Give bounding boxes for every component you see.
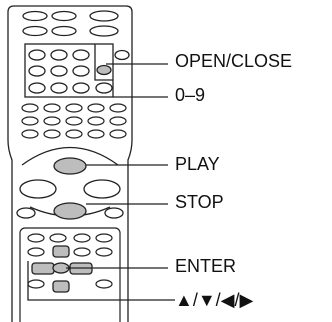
- remote-small-button: [28, 234, 44, 242]
- remote-small-button: [88, 117, 104, 125]
- digit-button: [73, 50, 89, 60]
- digit-button: [29, 83, 45, 93]
- remote-small-button: [110, 130, 126, 138]
- digit-button: [51, 66, 67, 76]
- remote-small-button: [74, 234, 90, 242]
- remote-top-button: [90, 11, 118, 21]
- remote-small-button: [50, 234, 66, 242]
- remote-small-button: [66, 117, 82, 125]
- remote-small-button: [44, 130, 60, 138]
- remote-small-button: [110, 104, 126, 112]
- cursor-down-button: [53, 281, 69, 292]
- remote-top-button: [23, 27, 47, 36]
- remote-small-button: [44, 117, 60, 125]
- remote-side-button: [115, 51, 129, 60]
- remote-top-button: [52, 27, 76, 36]
- skip-left-button: [20, 180, 56, 198]
- digit-button: [51, 50, 67, 60]
- remote-small-button: [105, 208, 123, 218]
- remote-small-button: [74, 248, 90, 256]
- remote-small-button: [28, 280, 44, 288]
- remote-small-button: [22, 117, 38, 125]
- play-label: PLAY: [175, 154, 220, 174]
- remote-top-button: [90, 26, 118, 36]
- remote-small-button: [22, 104, 38, 112]
- remote-small-button: [96, 248, 112, 256]
- remote-small-button: [66, 130, 82, 138]
- open-close-label: OPEN/CLOSE: [175, 51, 292, 71]
- remote-small-button: [28, 248, 44, 256]
- remote-small-button: [44, 104, 60, 112]
- stop-button: [54, 203, 86, 219]
- remote-small-button: [17, 208, 35, 218]
- remote-small-button: [22, 130, 38, 138]
- digit-button: [73, 66, 89, 76]
- digit-button: [29, 50, 45, 60]
- arrows-label: ▲/▼/◀/▶: [175, 290, 253, 310]
- remote-small-button: [96, 280, 112, 288]
- open-close-button: [97, 66, 111, 75]
- digit-button: [51, 83, 67, 93]
- play-button: [54, 158, 86, 174]
- cursor-left-button: [32, 263, 54, 274]
- remote-small-button: [88, 130, 104, 138]
- remote-top-button: [23, 12, 47, 21]
- remote-small-button: [96, 234, 112, 242]
- cursor-up-button: [53, 246, 69, 257]
- remote-small-button: [110, 117, 126, 125]
- skip-right-button: [84, 180, 120, 198]
- remote-top-button: [52, 12, 76, 21]
- digit-button: [96, 83, 112, 93]
- stop-label: STOP: [175, 192, 224, 212]
- enter-label: ENTER: [175, 256, 236, 276]
- remote-small-button: [88, 104, 104, 112]
- digits-label: 0–9: [175, 85, 205, 105]
- remote-small-button: [66, 104, 82, 112]
- digit-button: [73, 83, 89, 93]
- digit-button: [29, 66, 45, 76]
